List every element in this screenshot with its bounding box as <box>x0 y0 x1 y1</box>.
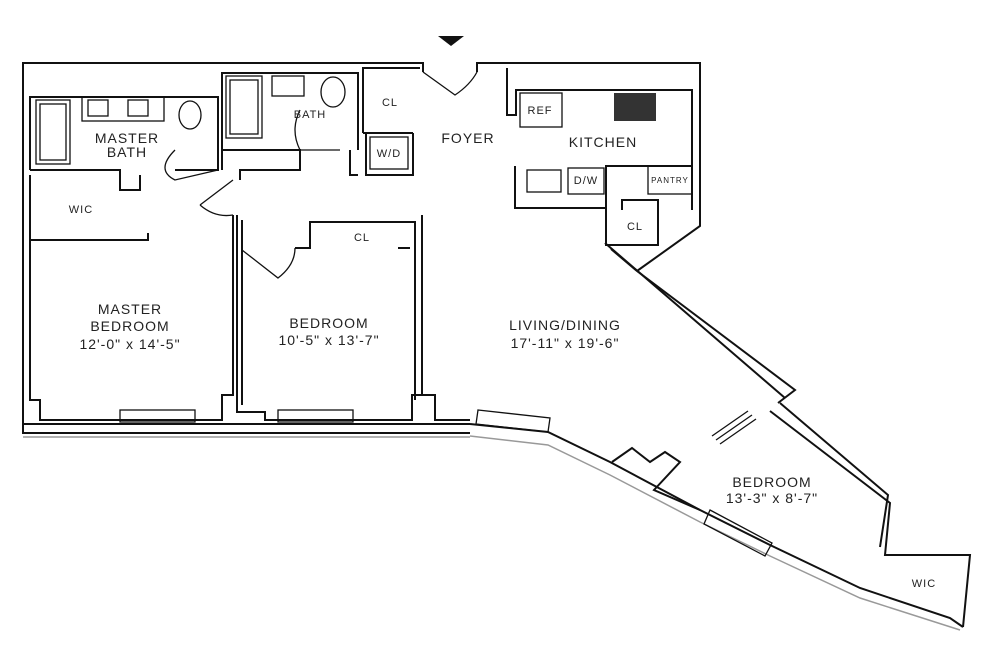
master-bedroom-label: MASTER <box>98 301 162 317</box>
room-labels: MASTER BATH BATH CL W/D FOYER KITCHEN RE… <box>69 97 936 590</box>
living-dining-size: 17'-11" x 19'-6" <box>511 335 620 351</box>
toilet-icon <box>178 100 202 130</box>
sink-icon <box>271 75 305 97</box>
foyer-label: FOYER <box>441 130 494 146</box>
wic-label: WIC <box>69 204 93 216</box>
outer-walls <box>22 62 972 631</box>
kitchen-sink-icon <box>526 169 562 193</box>
wic-label: WIC <box>912 578 936 590</box>
bath-label: BATH <box>294 109 327 121</box>
kitchen-label: KITCHEN <box>569 134 637 150</box>
range-icon <box>614 93 656 121</box>
pantry-cabinet <box>647 165 693 195</box>
master-bathtub-icon <box>35 99 71 165</box>
closet-label: CL <box>354 232 370 244</box>
master-bedroom-label: BEDROOM <box>90 318 169 334</box>
pantry-label: PANTRY <box>651 176 689 185</box>
master-bath-label: MASTER <box>95 130 159 146</box>
master-bedroom-size: 12'-0" x 14'-5" <box>79 336 180 352</box>
fixtures <box>35 75 773 557</box>
double-vanity-icon <box>81 96 165 122</box>
bedroom-size: 10'-5" x 13'-7" <box>278 332 379 348</box>
closet-label: CL <box>382 97 398 109</box>
bedroom-label: BEDROOM <box>289 315 368 331</box>
door-swings <box>164 71 478 279</box>
entry-arrow-icon <box>438 36 464 46</box>
bathtub-icon <box>225 75 263 139</box>
refrigerator-icon <box>519 92 563 128</box>
sliding-door <box>711 410 757 445</box>
window <box>119 409 196 423</box>
master-bath-label: BATH <box>107 144 147 160</box>
bedroom-2-label: BEDROOM <box>732 474 811 490</box>
dishwasher-icon <box>567 167 605 195</box>
living-dining-label: LIVING/DINING <box>509 317 621 333</box>
window <box>475 409 551 433</box>
window <box>277 409 354 423</box>
toilet-icon <box>320 76 346 108</box>
washer-dryer-label: W/D <box>377 148 401 160</box>
washer-dryer-icon <box>369 136 409 170</box>
refrigerator-label: REF <box>528 105 553 117</box>
dishwasher-label: D/W <box>574 175 598 187</box>
bedroom-2-size: 13'-3" x 8'-7" <box>726 490 818 506</box>
window <box>703 509 773 557</box>
closet-label: CL <box>627 221 643 233</box>
interior-walls <box>29 67 701 511</box>
